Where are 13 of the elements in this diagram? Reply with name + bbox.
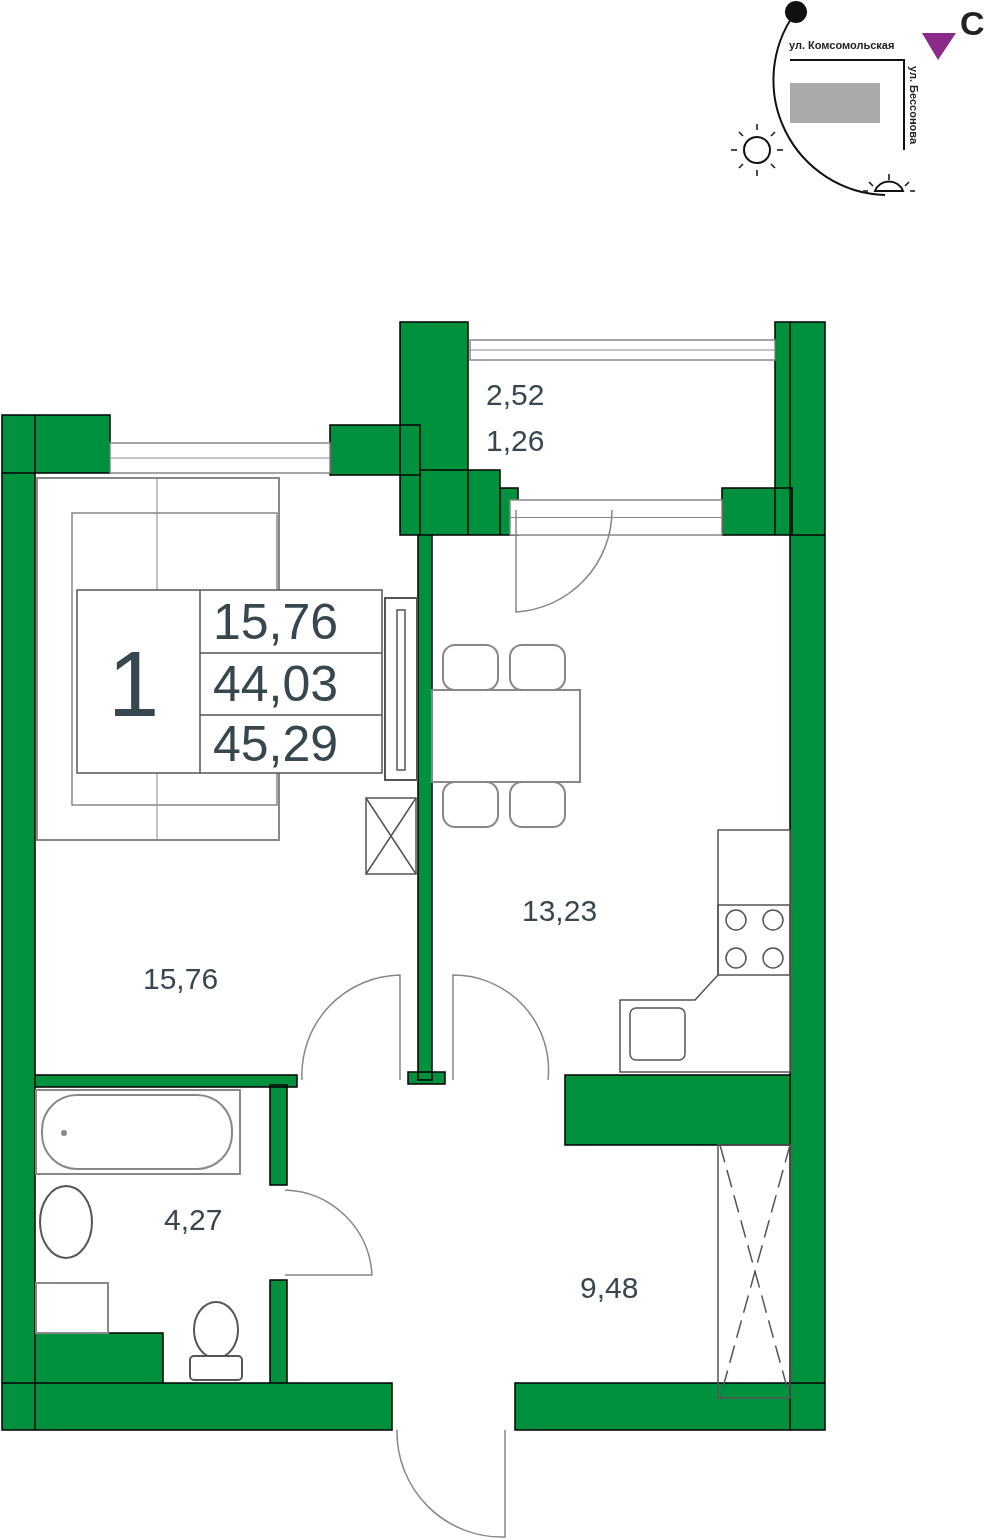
room-area-label: 1,26	[486, 426, 545, 456]
street-name: ул. Бессонова	[908, 66, 919, 144]
area-value: 44,03	[213, 659, 339, 709]
room-area-label: 9,48	[580, 1273, 639, 1303]
room-area-label: 13,23	[522, 896, 598, 926]
room-area-label: 15,76	[143, 964, 219, 994]
area-value: 45,29	[213, 719, 339, 769]
room-area-label: 4,27	[164, 1205, 223, 1235]
room-area-label: 2,52	[486, 380, 545, 410]
area-value: 15,76	[213, 597, 339, 647]
street-name: ул. Комсомольская	[789, 40, 895, 51]
north-label: С	[960, 6, 985, 40]
apartment-number: 1	[108, 638, 160, 730]
